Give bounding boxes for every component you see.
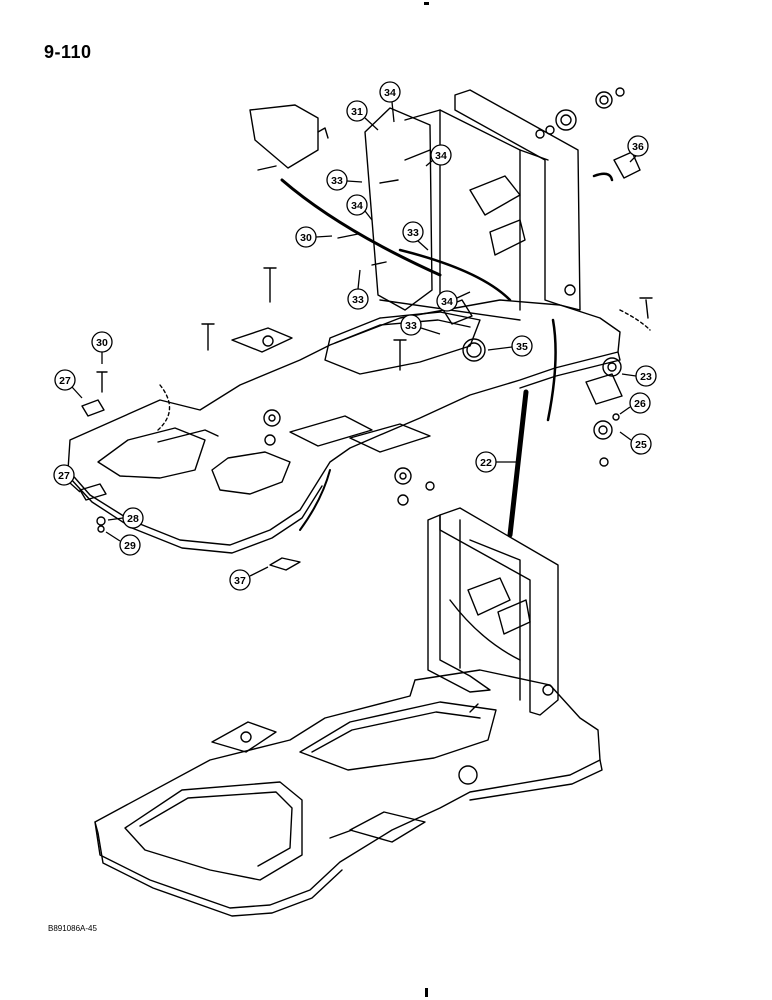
callout-labels: 31 34 34 33 34 33 30 33 34 33 35 36 30 2…	[58, 87, 652, 587]
drawing-reference-code: B891086A-45	[48, 924, 97, 933]
callout-26	[619, 392, 651, 415]
callout-22	[475, 451, 516, 473]
hardware-cluster-upper	[79, 87, 641, 571]
lower-floor-plate	[94, 669, 603, 917]
callout-label-33: 33	[405, 320, 417, 332]
callout-label-30: 30	[96, 337, 108, 349]
callout-label-33: 33	[407, 227, 419, 239]
callout-label-33: 33	[352, 294, 364, 306]
callout-label-29: 29	[124, 540, 136, 552]
callout-label-27: 27	[58, 470, 70, 482]
callout-33-b	[402, 221, 429, 251]
callout-bubbles	[53, 81, 657, 591]
callout-28	[107, 507, 144, 529]
part-lines	[157, 172, 651, 538]
callout-30-b	[91, 331, 113, 364]
callout-27-b	[53, 464, 81, 493]
bolts	[96, 165, 653, 393]
lower-seat-frame	[427, 507, 559, 716]
callout-23	[621, 365, 657, 387]
callout-label-36: 36	[632, 141, 644, 153]
callout-33-a	[326, 169, 363, 191]
callout-label-27: 27	[59, 375, 71, 387]
bottom-crop-mark	[425, 988, 428, 997]
callout-label-31: 31	[351, 106, 363, 118]
callout-label-37: 37	[234, 575, 246, 587]
callout-label-34: 34	[435, 150, 447, 162]
callout-label-33: 33	[331, 175, 343, 187]
callout-label-23: 23	[640, 371, 652, 383]
callout-label-28: 28	[127, 513, 139, 525]
callout-27-a	[54, 369, 83, 399]
upper-seat-frame	[249, 89, 581, 321]
callout-label-25: 25	[635, 439, 647, 451]
callout-35	[487, 335, 533, 357]
callout-label-22: 22	[480, 457, 492, 469]
callout-25	[619, 431, 652, 455]
callout-label-26: 26	[634, 398, 646, 410]
callout-label-34: 34	[384, 87, 396, 99]
callout-33-d	[400, 314, 441, 336]
callout-30-a	[295, 226, 333, 248]
upper-floor-plate	[67, 299, 621, 554]
callout-label-34: 34	[441, 296, 453, 308]
callout-34-a	[379, 81, 401, 123]
top-crop-mark	[424, 2, 429, 5]
callout-34-d	[436, 290, 471, 312]
callout-36	[627, 135, 649, 163]
callout-34-c	[346, 194, 373, 221]
callout-37	[229, 566, 269, 591]
page-number: 9-110	[44, 42, 92, 62]
callout-29	[105, 531, 141, 556]
callout-34-b	[425, 144, 452, 167]
callout-label-34: 34	[351, 200, 363, 212]
callout-31	[346, 100, 379, 131]
callout-label-30: 30	[300, 232, 312, 244]
callout-label-35: 35	[516, 341, 528, 353]
callout-33-c	[347, 269, 369, 310]
